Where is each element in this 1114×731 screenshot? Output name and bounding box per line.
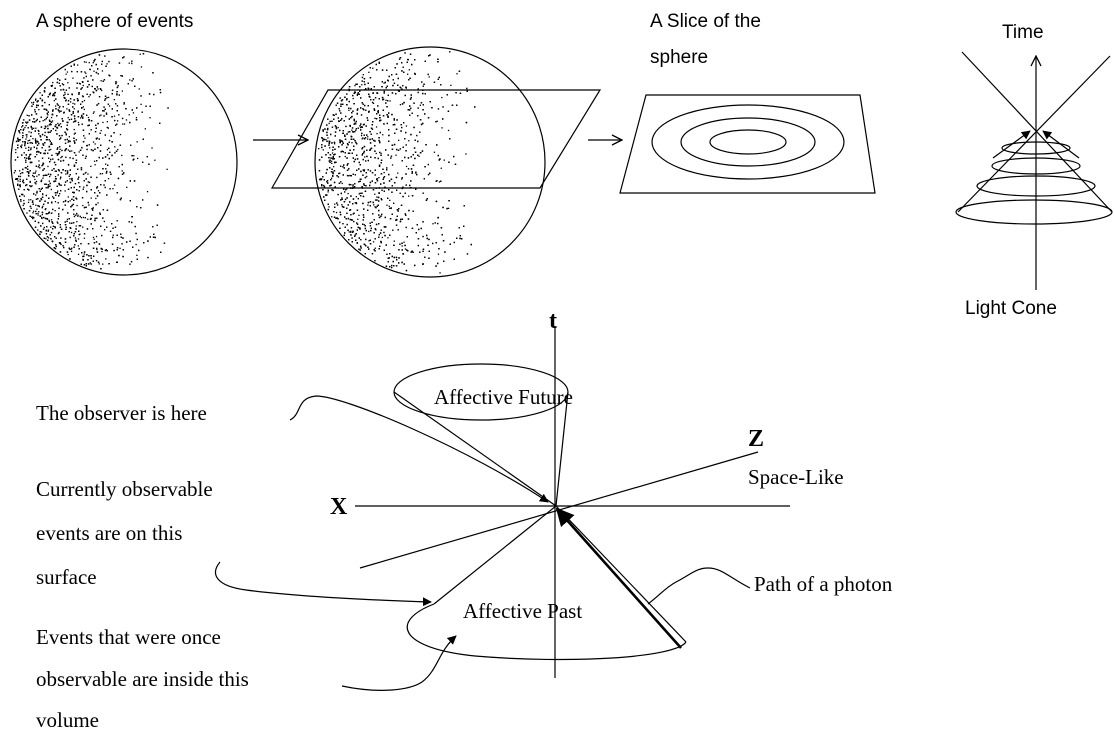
surface-note-line2: events are on this xyxy=(36,521,182,545)
volume-note-line2: observable are inside this xyxy=(36,667,249,691)
slice-title-line1: A Slice of the xyxy=(650,11,761,32)
sphere-title: A sphere of events xyxy=(36,11,193,32)
event-sphere-1 xyxy=(10,48,238,276)
surface-note-line3: surface xyxy=(36,565,97,589)
photon-pointer xyxy=(647,567,751,605)
past-label: Affective Past xyxy=(463,599,582,623)
t-axis-label: t xyxy=(549,308,557,334)
surface-pointer xyxy=(215,561,432,607)
x-axis-label: X xyxy=(330,494,348,520)
spacetime-cone xyxy=(355,326,790,678)
z-axis-label: Z xyxy=(748,426,764,452)
space-like-label: Space-Like xyxy=(748,465,844,489)
slice-title-line2: sphere xyxy=(650,47,708,68)
surface-note-line1: Currently observable xyxy=(36,477,213,501)
light-cone-small xyxy=(955,51,1113,290)
volume-note-line1: Events that were once xyxy=(36,625,221,649)
volume-pointer xyxy=(341,635,457,691)
past-cone-bottom xyxy=(406,603,687,661)
event-dots-1 xyxy=(13,53,169,270)
observer-note: The observer is here xyxy=(36,401,207,425)
light-cone-label: Light Cone xyxy=(965,298,1057,319)
observer-pointer xyxy=(289,395,549,503)
photon-label: Path of a photon xyxy=(754,572,893,596)
sphere-slice xyxy=(619,94,876,194)
light-cone-time-label: Time xyxy=(1002,22,1044,43)
volume-note-line3: volume xyxy=(36,708,99,731)
future-label: Affective Future xyxy=(434,385,573,409)
slicing-plane xyxy=(270,89,602,189)
event-sphere-2 xyxy=(270,46,602,278)
photon-path xyxy=(555,507,682,649)
